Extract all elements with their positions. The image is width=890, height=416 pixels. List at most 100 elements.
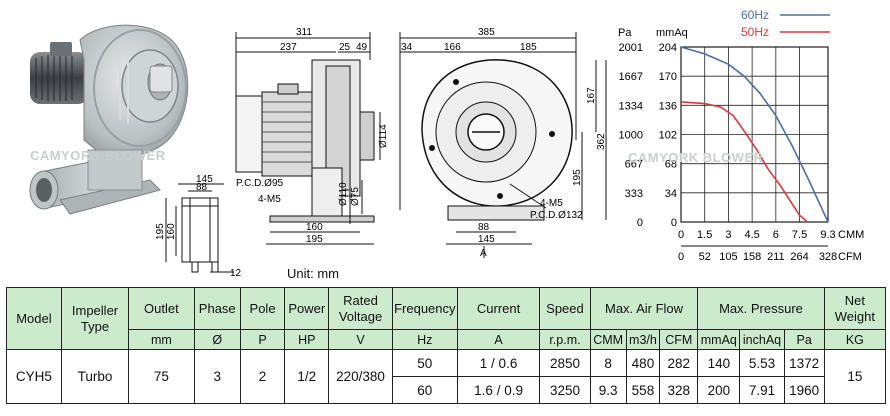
header-current: Current xyxy=(456,287,541,330)
chart-xtick-cmm: 4.5 xyxy=(744,229,759,241)
cell-frequency-60: 60 xyxy=(391,376,458,404)
cell-pole: 2 xyxy=(239,349,286,404)
chart-ytick-pa: 1334 xyxy=(619,100,643,112)
unit-cfm: CFM xyxy=(659,329,699,350)
cell-pa-60: 1960 xyxy=(783,376,825,404)
chart-ytick-mmaq: 34 xyxy=(665,188,677,200)
cell-inchaq-60: 7.91 xyxy=(739,376,785,404)
front-dim-362: 362 xyxy=(596,133,607,150)
cell-speed-60: 3250 xyxy=(539,376,591,404)
cell-model: CYH5 xyxy=(6,349,62,404)
unit-cmm: CMM xyxy=(589,329,627,350)
cell-current-50: 1 / 0.6 xyxy=(456,349,541,377)
front-dim-385: 385 xyxy=(478,27,495,38)
chart-xtick-cmm: 6 xyxy=(773,229,779,241)
foot-dim-88: 88 xyxy=(196,182,208,193)
front-dim-185: 185 xyxy=(520,42,537,53)
side-dim-25: 25 xyxy=(339,42,351,53)
front-bolt-label: 4-M5 xyxy=(540,198,563,209)
unit-frequency: Hz xyxy=(391,329,458,350)
chart-ytick-mmaq: 170 xyxy=(659,71,677,83)
watermark-right: CAMYORK BLOWER xyxy=(628,150,764,165)
unit-rated-voltage: V xyxy=(328,329,393,350)
chart-xtick-cmm: 3 xyxy=(725,229,731,241)
chart-legend-label-60Hz: 60Hz xyxy=(741,8,769,22)
unit-pa: Pa xyxy=(783,329,825,350)
foot-view-drawing xyxy=(165,183,234,273)
chart-xunit-cfm: CFM xyxy=(838,251,862,263)
chart-ytick-pa: 0 xyxy=(637,217,643,229)
side-dim-311: 311 xyxy=(296,27,312,38)
side-bolt-label: 4-M5 xyxy=(258,194,281,205)
foot-dim-160: 160 xyxy=(166,223,177,240)
cell-phase: 3 xyxy=(193,349,241,404)
header-max-pressure: Max. Pressure xyxy=(697,287,825,330)
header-speed: Speed xyxy=(539,287,591,330)
chart-ytick-pa: 1667 xyxy=(619,71,643,83)
front-dim-34: 34 xyxy=(401,42,413,53)
header-model: Model xyxy=(6,287,62,350)
watermark-left: CAMYORK BLOWER xyxy=(30,148,166,163)
cell-cfm-50: 282 xyxy=(659,349,699,377)
side-dim-237: 237 xyxy=(280,42,297,53)
cell-cmm-50: 8 xyxy=(589,349,627,377)
header-power: Power xyxy=(284,287,330,330)
unit-phase: Ø xyxy=(193,329,241,350)
unit-outlet: mm xyxy=(128,329,195,350)
chart-unit-pa: Pa xyxy=(618,27,632,39)
chart-ytick-pa: 1000 xyxy=(619,130,643,142)
side-view-drawing xyxy=(235,32,381,245)
side-pcd-label: P.C.D.Ø95 xyxy=(236,178,283,189)
side-dim-inner: Ø114 xyxy=(378,124,389,148)
unit-power: HP xyxy=(284,329,330,350)
chart-xtick-cfm: 158 xyxy=(743,251,761,263)
cell-pa-50: 1372 xyxy=(783,349,825,377)
chart-xtick-cmm: 9.3 xyxy=(820,229,835,241)
cell-frequency-50: 50 xyxy=(391,349,458,377)
chart-xtick-cmm: 0 xyxy=(678,229,684,241)
technical-drawing: 145 88 195 160 12 311 237 xyxy=(29,8,864,279)
unit-note: Unit: mm xyxy=(287,266,339,281)
chart-xtick-cfm: 0 xyxy=(678,251,684,263)
header-max-air-flow: Max. Air Flow xyxy=(589,287,699,330)
front-pcd-label: P.C.D.Ø132 xyxy=(530,210,583,221)
cell-cmm-60: 9.3 xyxy=(589,376,627,404)
chart-xunit-cmm: CMM xyxy=(838,229,864,241)
foot-dim-195: 195 xyxy=(155,223,166,240)
cell-inchaq-50: 5.53 xyxy=(739,349,785,377)
cell-impeller-type: Turbo xyxy=(60,349,130,404)
foot-dim-12: 12 xyxy=(230,268,242,279)
chart-xtick-cfm: 328 xyxy=(819,251,837,263)
chart-series-line-50Hz xyxy=(680,101,809,223)
chart-xtick-cmm: 1.5 xyxy=(697,229,712,241)
cell-m3h-60: 558 xyxy=(625,376,661,404)
front-section-label: A xyxy=(480,248,487,259)
chart-ytick-pa: 667 xyxy=(625,159,643,171)
front-dim-167: 167 xyxy=(586,87,597,104)
unit-inchaq: inchAq xyxy=(739,329,785,350)
front-dim-145: 145 xyxy=(478,234,495,245)
header-frequency: Frequency xyxy=(391,287,458,330)
front-dim-88: 88 xyxy=(478,222,490,233)
header-rated-voltage: Rated Voltage xyxy=(328,287,393,330)
cell-current-60: 1.6 / 0.9 xyxy=(456,376,541,404)
header-phase: Phase xyxy=(193,287,241,330)
cell-mmaq-60: 200 xyxy=(697,376,741,404)
unit-mmaq: mmAq xyxy=(697,329,741,350)
chart-ytick-mmaq: 136 xyxy=(659,100,677,112)
chart-xtick-cfm: 52 xyxy=(699,251,711,263)
chart-xtick-cmm: 7.5 xyxy=(792,229,807,241)
chart-xtick-cfm: 211 xyxy=(767,251,785,263)
cell-speed-50: 2850 xyxy=(539,349,591,377)
chart-ytick-pa: 2001 xyxy=(619,42,643,54)
unit-m3h: m3/h xyxy=(625,329,661,350)
chart-ytick-mmaq: 0 xyxy=(671,217,677,229)
chart-unit-mmaq: mmAq xyxy=(656,27,688,39)
front-dim-195: 195 xyxy=(572,169,583,186)
unit-current: A xyxy=(456,329,541,350)
front-dim-166: 166 xyxy=(444,42,461,53)
cell-net-weight: 15 xyxy=(823,349,887,404)
chart-ytick-mmaq: 102 xyxy=(659,130,677,142)
header-impeller-type: Impeller Type xyxy=(60,287,130,350)
unit-speed: r.p.m. xyxy=(539,329,591,350)
